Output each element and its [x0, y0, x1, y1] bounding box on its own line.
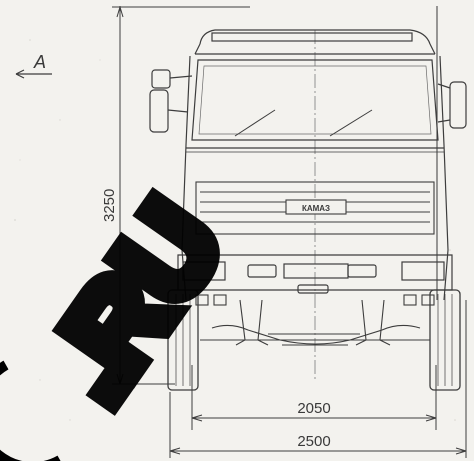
- chassis: [195, 294, 435, 346]
- width-dimension-label: 2500: [297, 433, 330, 450]
- height-dimension-label: 3250: [101, 189, 118, 222]
- tow-hook: [297, 284, 329, 294]
- right-headlight: [401, 261, 445, 281]
- watermark-ring: [0, 360, 61, 461]
- grille: [195, 181, 435, 235]
- right-fog-light: [347, 264, 377, 278]
- height-dimension: [112, 6, 250, 385]
- cab: [181, 29, 449, 301]
- watermark-text: .RU: [20, 179, 248, 425]
- view-marker-letter: A: [33, 52, 46, 72]
- left-mirror: [149, 69, 193, 133]
- width-dimension: [169, 300, 467, 458]
- track-dimension: [191, 365, 437, 430]
- right-mirror: [437, 81, 467, 129]
- left-fog-light: [247, 264, 277, 278]
- left-headlight: [182, 261, 226, 281]
- track-dimension-label: 2050: [297, 400, 330, 417]
- grille-badge: КАМАЗ: [302, 204, 330, 213]
- view-marker: A: [15, 52, 52, 79]
- watermark: .RU: [11, 170, 257, 434]
- left-wheel: [167, 289, 199, 391]
